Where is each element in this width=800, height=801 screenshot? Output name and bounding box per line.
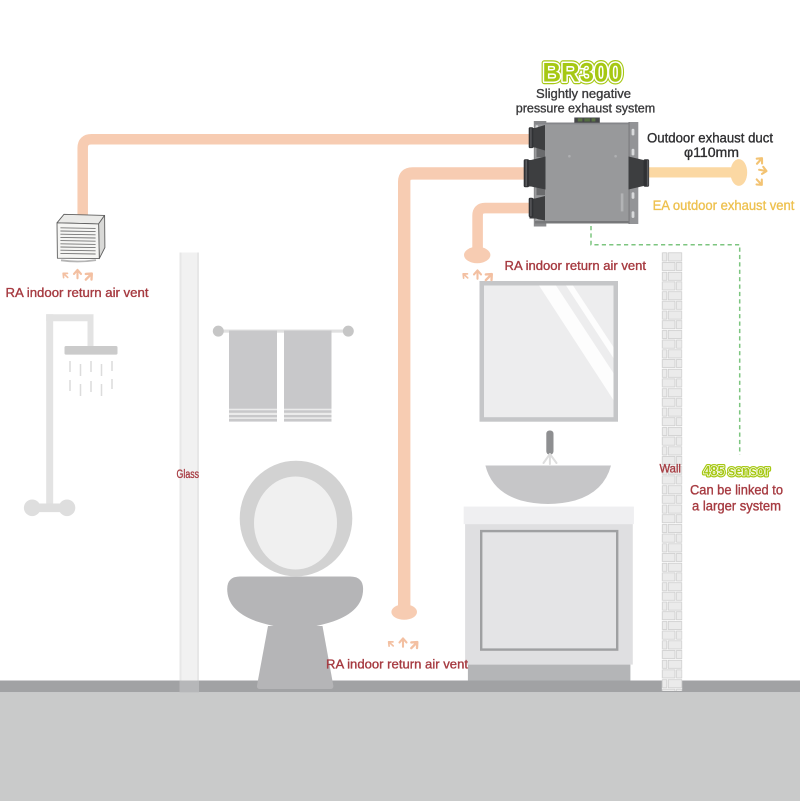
svg-text:RA indoor return air vent: RA indoor return air vent [6,285,149,300]
svg-text:BR300: BR300 [543,58,623,88]
svg-text:Can be linked to: Can be linked to [690,482,783,497]
svg-text:485 sensor: 485 sensor [704,462,770,478]
svg-text:BR300: BR300 [543,58,623,88]
svg-text:RA indoor return air vent: RA indoor return air vent [326,657,468,672]
svg-text:Glass: Glass [177,469,200,481]
svg-text:RA indoor return air vent: RA indoor return air vent [505,258,647,273]
svg-text:pressure exhaust system: pressure exhaust system [516,101,656,116]
svg-text:485 sensor: 485 sensor [704,462,770,478]
svg-text:EA outdoor exhaust vent: EA outdoor exhaust vent [653,198,795,214]
svg-text:a larger system: a larger system [692,498,781,513]
svg-text:Outdoor exhaust duct: Outdoor exhaust duct [647,131,773,147]
svg-text:485 sensor: 485 sensor [704,462,770,478]
svg-text:Wall: Wall [659,461,681,475]
svg-text:φ110mm: φ110mm [684,145,739,161]
svg-text:Slightly negative: Slightly negative [536,86,631,101]
svg-text:BR300: BR300 [543,58,623,88]
